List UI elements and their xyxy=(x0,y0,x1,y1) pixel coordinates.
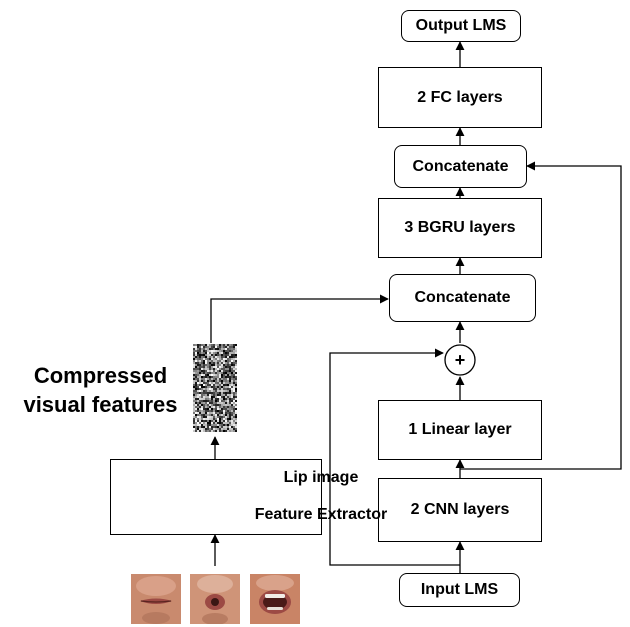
cnn-layers-label: 2 CNN layers xyxy=(410,501,510,518)
linear-layer-node: 1 Linear layer xyxy=(378,400,542,460)
fc-layers-label: 2 FC layers xyxy=(417,88,503,106)
compressed-features-image xyxy=(193,344,237,432)
feature-extractor-node: Lip image Feature Extractor xyxy=(110,459,387,535)
add-operator: + xyxy=(444,344,476,376)
add-operator-symbol: + xyxy=(455,350,466,370)
concatenate-mid-label: Concatenate xyxy=(414,289,511,306)
output-lms-node: Output LMS xyxy=(401,10,521,42)
edge-cnn-skip-to-concat-top xyxy=(460,161,622,470)
compressed-features-line2: visual features xyxy=(23,392,178,417)
bgru-layers-node: 3 BGRU layers xyxy=(378,198,542,258)
cnn-layers-node: 2 CNN layers xyxy=(378,478,542,542)
input-lms-label: Input LMS xyxy=(420,581,499,598)
compressed-features-label: Compressed visual features xyxy=(8,361,193,419)
fc-layers-node: 2 FC layers xyxy=(378,67,542,128)
edge-features-to-concat-mid xyxy=(210,294,389,343)
linear-layer-label: 1 Linear layer xyxy=(408,421,512,438)
compressed-features-line1: Compressed xyxy=(33,363,168,388)
lip-image-open xyxy=(250,574,300,624)
lip-image-pursed xyxy=(190,574,240,624)
input-lms-node: Input LMS xyxy=(399,573,520,607)
feature-extractor-line1: Lip image xyxy=(283,469,359,486)
lip-image-closed xyxy=(131,574,181,624)
concatenate-mid-node: Concatenate xyxy=(389,274,536,322)
concatenate-top-node: Concatenate xyxy=(394,145,527,188)
output-lms-label: Output LMS xyxy=(415,17,507,34)
concatenate-top-label: Concatenate xyxy=(412,157,509,175)
feature-extractor-line2: Feature Extractor xyxy=(254,506,388,523)
edge-input-skip-to-add xyxy=(329,348,460,566)
bgru-layers-label: 3 BGRU layers xyxy=(404,219,516,236)
